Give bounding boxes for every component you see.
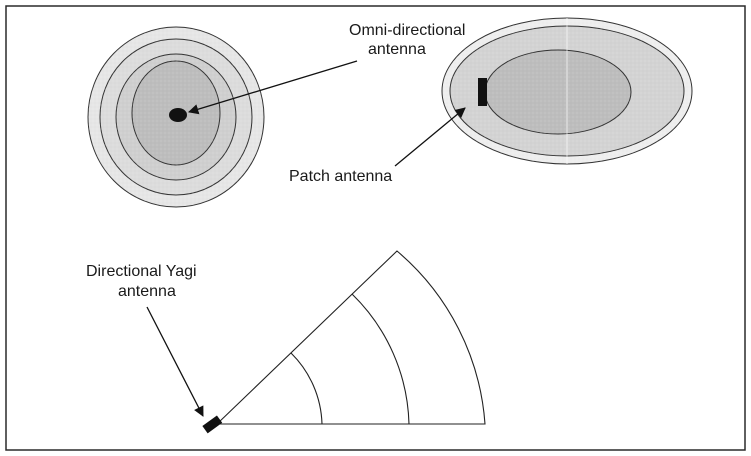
yagi-antenna-icon [202, 415, 223, 434]
yagi-antenna-pattern [202, 250, 486, 434]
omni-label-line2: antenna [368, 41, 426, 58]
omni-label-line1: Omni-directional [349, 22, 465, 39]
yagi-label-line1: Directional Yagi [86, 263, 197, 280]
omni-antenna-icon [169, 108, 187, 122]
yagi-outer-sector [215, 250, 486, 425]
patch-antenna-pattern [441, 17, 693, 165]
patch-label: Patch antenna [289, 168, 392, 185]
patch-arrow [394, 107, 466, 167]
patch-antenna-icon [478, 78, 487, 106]
yagi-arc-2 [351, 293, 410, 425]
omni-directional-pattern [87, 26, 265, 208]
figure-frame [5, 5, 746, 451]
yagi-arc-1 [290, 352, 323, 425]
yagi-label-line2: antenna [118, 283, 176, 300]
omni-arrow [188, 60, 358, 115]
yagi-arrow [146, 306, 204, 417]
